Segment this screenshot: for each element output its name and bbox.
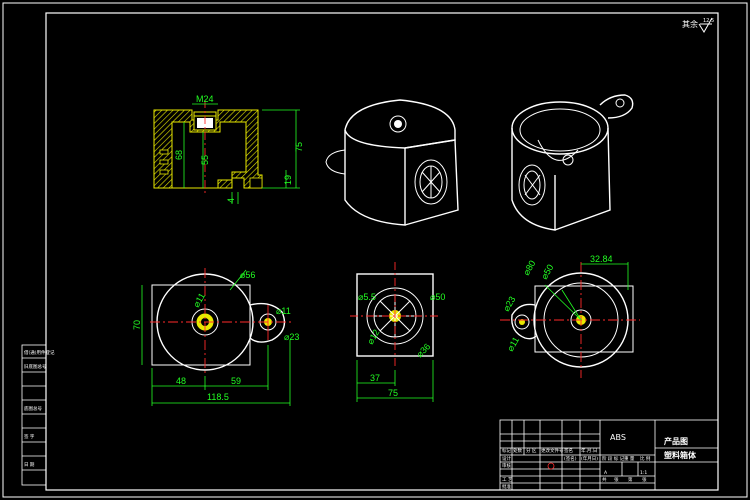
iso-view-open	[511, 94, 634, 231]
dim-front-height: 70	[132, 320, 142, 330]
tb-check: 审核	[502, 462, 511, 469]
dim-side-d: ⌀36	[414, 341, 432, 359]
front-view: ⌀56 ⌀11 ⌀11 ⌀23 70 48 59 118.5	[132, 268, 299, 406]
tb-h5: 签名	[564, 447, 573, 454]
tb-scale-val: 1:1	[640, 470, 647, 476]
tb-approve: 批准	[502, 483, 511, 490]
tb-di: 第	[628, 476, 633, 483]
section-view: M24 68 55 75 19 4	[153, 94, 304, 204]
dim-front-outer: ⌀56	[240, 270, 255, 280]
roughness-note: 其余	[682, 19, 698, 29]
dim-top-e: 32.84	[590, 254, 613, 264]
roughness-symbol: 其余 12.5	[682, 17, 714, 33]
tb-process: 工 艺	[502, 477, 513, 483]
title-block: 标记 处数 分 区 更改文件号 签名 年.月.日 设计 (签名) (年月日) 审…	[499, 419, 719, 491]
tb-design: 设计	[502, 455, 511, 462]
dim-side-b: ⌀50	[430, 292, 445, 302]
dim-side-wb: 75	[388, 388, 398, 398]
tb-scale: 比 例	[640, 455, 651, 462]
dim-side-c: ⌀12	[365, 328, 381, 346]
inner-frame	[45, 12, 719, 491]
strip-row-3: 签 字	[24, 433, 35, 440]
tb-h3: 分 区	[526, 447, 537, 454]
dim-front-w-right: 59	[231, 376, 241, 386]
iso-view-closed	[325, 99, 459, 226]
dim-thread: M24	[196, 94, 214, 104]
tb-stage-a: A	[604, 470, 608, 476]
strip-row-1: 旧底图总号	[24, 363, 47, 370]
tb-zhang: 张	[614, 476, 619, 483]
tb-h1: 标记	[502, 447, 511, 454]
tb-h6: 年.月.日	[581, 447, 597, 454]
dim-h-total: 75	[294, 142, 304, 152]
tb-weight: 重 量	[624, 455, 635, 462]
tb-h2: 处数	[513, 447, 522, 454]
dim-t-bottom: 4	[226, 198, 236, 203]
dim-h-small: 19	[283, 175, 293, 185]
side-view: ⌀5.5 ⌀50 ⌀12 ⌀36 37 75	[350, 262, 445, 402]
roughness-value: 12.5	[703, 18, 714, 24]
strip-row-2: 底图总号	[24, 405, 42, 412]
strip-row-4: 日 期	[24, 462, 35, 468]
dim-h-inner: 68	[174, 150, 184, 160]
dim-front-w-left: 48	[176, 376, 186, 386]
dim-front-w-total: 118.5	[207, 392, 229, 402]
top-view: ⌀80 ⌀50 ⌀23 ⌀11 32.84	[500, 254, 640, 378]
tb-doc-type: 产品图	[664, 436, 688, 446]
dim-top-d: ⌀11	[505, 335, 521, 353]
dim-top-b: ⌀50	[539, 263, 555, 281]
dim-top-a: ⌀80	[521, 259, 537, 277]
tb-material: ABS	[610, 433, 626, 442]
tb-std: (签名)	[564, 455, 577, 462]
tb-zhang2: 张	[642, 476, 647, 483]
dim-side-a: ⌀5.5	[358, 292, 376, 302]
dim-h-mid: 55	[200, 155, 210, 165]
tb-part-name: 塑料箱体	[664, 450, 697, 460]
tb-date: (年月日)	[581, 455, 598, 462]
dim-front-lug-r: ⌀23	[284, 332, 299, 342]
tb-stage: 阶 段 标 记	[602, 455, 625, 462]
left-strip: 借(通)用件登记 旧底图总号 底图总号 签 字 日 期	[21, 344, 55, 486]
strip-row-0: 借(通)用件登记	[24, 349, 55, 356]
tb-sheet: 共	[602, 476, 607, 483]
dim-side-wa: 37	[370, 373, 380, 383]
tb-h4: 更改文件号	[541, 447, 564, 454]
dim-front-lug: ⌀11	[276, 306, 291, 316]
